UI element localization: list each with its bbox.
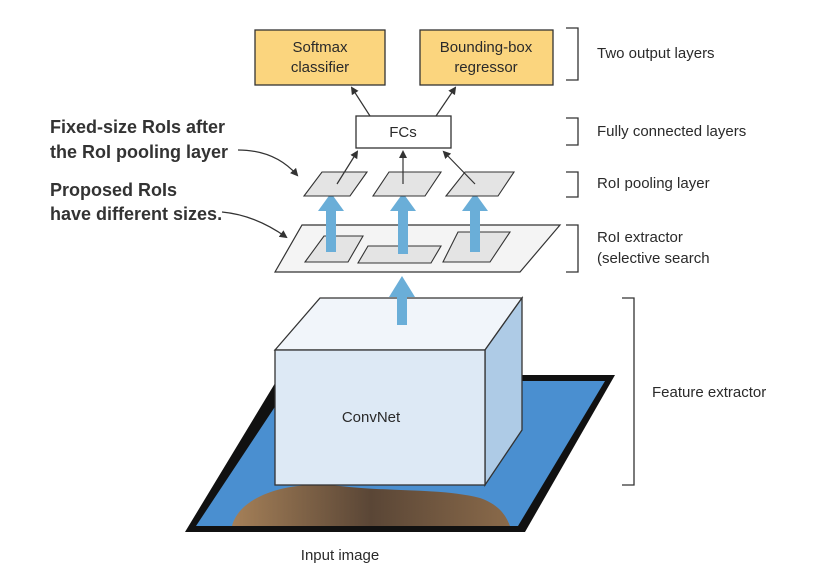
- convnet-label: ConvNet: [342, 409, 401, 426]
- softmax-classifier-box: Softmax classifier: [254, 29, 386, 86]
- flow-arrow-left: [318, 193, 344, 252]
- annotation-proposed-pointer: [221, 211, 288, 239]
- annotation-proposed: Proposed RoIs have different sizes.: [50, 180, 288, 239]
- flow-arrow-middle: [390, 193, 416, 254]
- bracket-two-output: [566, 27, 579, 81]
- softmax-label-line1: Softmax: [292, 39, 348, 56]
- annotation-proposed-line2: have different sizes.: [50, 204, 222, 224]
- flow-arrow-convnet: [389, 276, 415, 325]
- label-fully-connected-layers: Fully connected layers: [597, 123, 746, 140]
- flow-arrow-right: [462, 193, 488, 252]
- pooled-roi-left: [302, 171, 369, 197]
- annotation-proposed-line1: Proposed RoIs: [50, 180, 177, 200]
- pooled-roi-middle: [371, 171, 443, 197]
- pooled-to-fc-arrows: [336, 150, 476, 185]
- bracket-roi-extractor: [566, 224, 579, 273]
- label-feature-extractor: Feature extractor: [652, 384, 766, 401]
- fcs-label: FCs: [389, 124, 417, 141]
- right-brackets: [566, 27, 635, 486]
- label-two-output-layers: Two output layers: [597, 45, 715, 62]
- annotation-fixed-size: Fixed-size RoIs after the RoI pooling la…: [50, 117, 299, 177]
- bbox-label-line1: Bounding-box: [440, 39, 533, 56]
- bracket-feature-extractor: [622, 297, 635, 486]
- roi-extractor-plane: [273, 224, 562, 273]
- label-roi-extractor-line2: (selective search: [597, 250, 710, 267]
- label-roi-pooling-layer: RoI pooling layer: [597, 175, 710, 192]
- fc-to-output-arrows: [350, 86, 457, 117]
- softmax-label-line2: classifier: [291, 59, 349, 76]
- fcs-box: FCs: [355, 115, 452, 149]
- bounding-box-regressor-box: Bounding-box regressor: [419, 29, 554, 86]
- annotation-fixed-size-line1: Fixed-size RoIs after: [50, 117, 225, 137]
- layer-labels: Two output layers Fully connected layers…: [597, 45, 766, 401]
- input-image-label: Input image: [301, 547, 379, 564]
- bbox-label-line2: regressor: [454, 59, 517, 76]
- bracket-roi-pooling: [566, 171, 579, 198]
- roi-proposal-middle: [357, 245, 442, 264]
- label-roi-extractor-line1: RoI extractor: [597, 229, 683, 246]
- annotation-fixed-size-pointer: [237, 149, 299, 177]
- bracket-fully-connected: [566, 117, 579, 146]
- convnet-front-face: [274, 349, 486, 486]
- convnet-cube: ConvNet: [273, 295, 524, 488]
- input-photo-subject: [232, 484, 510, 526]
- pooled-roi-right: [444, 171, 516, 197]
- roi-pooling-layer: [302, 171, 516, 197]
- annotation-fixed-size-line2: the RoI pooling layer: [50, 142, 228, 162]
